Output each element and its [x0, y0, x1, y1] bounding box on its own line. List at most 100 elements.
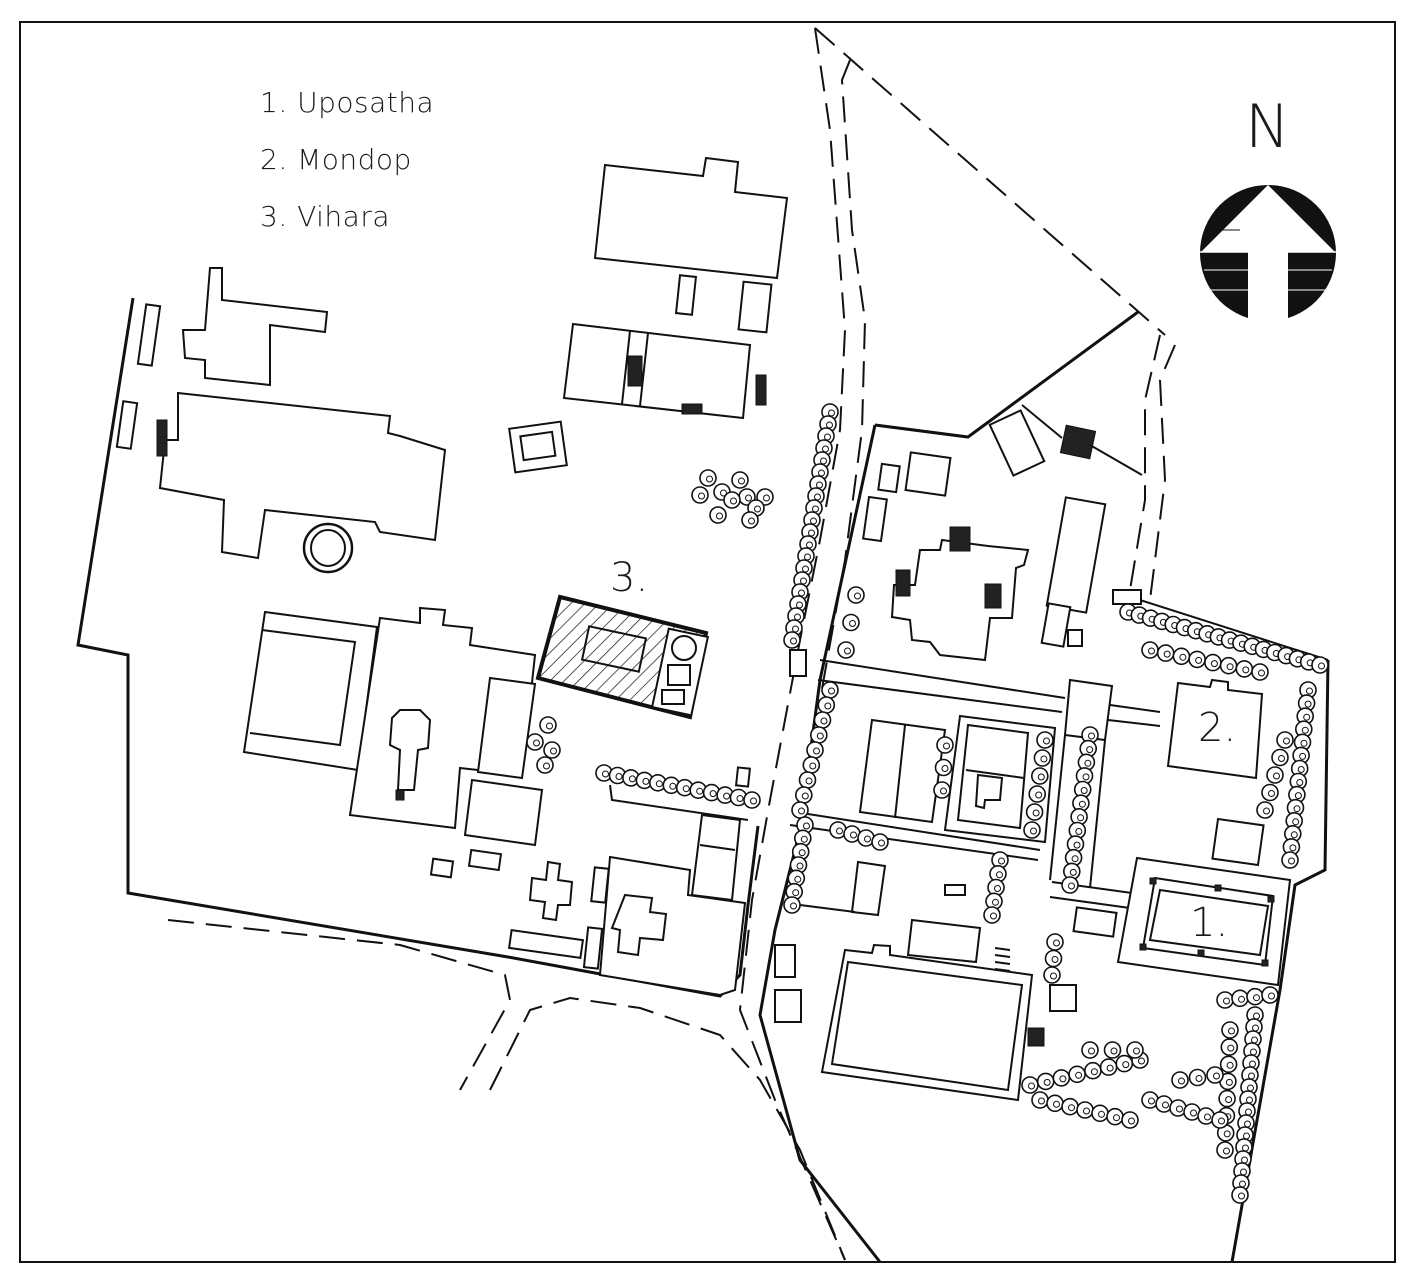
tree-icon [1206, 1066, 1224, 1084]
ne-stair-shed [1059, 424, 1097, 460]
ne-small-3 [862, 495, 888, 543]
tree-canopy-detail [996, 871, 1003, 879]
label-vihara: 3. [610, 555, 649, 601]
hall-stair-3 [681, 403, 703, 415]
tree-canopy-detail [1283, 737, 1290, 745]
tree-icon [526, 733, 544, 751]
tree-canopy-detail [706, 475, 713, 483]
tree-canopy-detail [1028, 1082, 1035, 1090]
mondop-annex [1211, 817, 1265, 867]
vihara-box-1 [667, 664, 691, 686]
tree-icon [1081, 1041, 1099, 1059]
tree-canopy-detail [550, 747, 557, 755]
east-path-2 [817, 679, 1063, 713]
tree-canopy-detail [849, 620, 856, 627]
tree-canopy-detail [1223, 1147, 1230, 1155]
tree-canopy-detail [1078, 800, 1086, 808]
tree-icon [817, 696, 836, 714]
tree-canopy-detail [1238, 995, 1245, 1003]
tree-icon [1061, 876, 1079, 894]
tree-canopy-detail [1278, 755, 1285, 762]
tree-icon [1106, 1107, 1124, 1126]
frame-border [19, 21, 1396, 1263]
tree-canopy-detail [546, 722, 553, 730]
tree-canopy-detail [844, 647, 851, 655]
tree-canopy-detail [1195, 1075, 1203, 1082]
tree-icon [699, 469, 717, 487]
tree-canopy-detail [615, 773, 623, 780]
tree-canopy-detail [1299, 752, 1307, 760]
tree-canopy-detail [1176, 1105, 1183, 1113]
uposatha-hall [1148, 888, 1270, 957]
tree-canopy-detail [655, 780, 663, 788]
tree-canopy-detail [1238, 1192, 1245, 1200]
tree-canopy-detail [1059, 1075, 1067, 1083]
ne-stupa-stair-n [949, 526, 971, 552]
tree-icon [1219, 656, 1238, 675]
ne-box [789, 649, 807, 677]
tree-canopy-detail [836, 827, 843, 835]
ne-small-house-2 [877, 462, 901, 494]
tree-icon [1231, 989, 1249, 1008]
ne-stupa-stair-w [895, 569, 911, 597]
tree-canopy-detail [1038, 1097, 1045, 1105]
se-small-2 [774, 989, 802, 1023]
legend-vihara: 3. Vihara [260, 200, 391, 233]
vihara-inner-hall [580, 625, 648, 673]
tree-icon [1025, 803, 1044, 821]
tree-canopy-detail [1098, 1110, 1105, 1118]
tree-canopy-detail [813, 747, 820, 755]
tree-canopy-detail [1225, 1096, 1233, 1104]
tree-canopy-detail [1190, 1109, 1197, 1117]
tree-canopy-detail [1083, 1107, 1090, 1115]
tree-icon [1068, 1065, 1086, 1084]
tree-icon [1251, 663, 1269, 681]
ne-long-block-2 [1040, 602, 1072, 648]
sima-marker-6 [1214, 884, 1222, 892]
tree-canopy-detail [1288, 857, 1295, 865]
sw-hall-3 [476, 676, 537, 780]
tree-canopy-detail [1213, 1072, 1220, 1080]
tree-icon [1033, 749, 1052, 767]
tree-canopy-detail [1227, 1044, 1235, 1052]
label-mondop: 2. [1198, 705, 1237, 751]
nw-side-block-1 [136, 303, 162, 367]
tree-canopy-detail [824, 702, 832, 710]
round-pond-inner [310, 529, 346, 567]
ne-gate-box [1112, 589, 1142, 605]
tree-icon [783, 896, 801, 914]
tree-icon [1046, 1094, 1064, 1113]
tree-canopy-detail [1084, 759, 1092, 767]
tree-canopy-detail [820, 717, 828, 725]
tree-icon [813, 711, 832, 729]
tree-canopy-detail [1218, 1117, 1225, 1125]
tree-canopy-detail [1195, 656, 1203, 664]
middle-hall [858, 718, 947, 824]
tree-canopy-detail [1133, 1047, 1140, 1055]
tree-icon [1261, 986, 1279, 1004]
se-small-west [944, 884, 966, 896]
tree-icon [842, 613, 860, 632]
tree-canopy-detail [992, 898, 999, 906]
north-letter: N [1245, 92, 1290, 162]
tree-canopy-detail [854, 592, 861, 600]
sima-marker-5 [1197, 949, 1205, 957]
tree-canopy-detail [723, 792, 731, 800]
sw-small-1 [467, 848, 503, 872]
tree-icon [1216, 991, 1234, 1009]
tree-canopy-detail [748, 517, 755, 525]
tree-icon [806, 741, 824, 759]
tree-canopy-detail [1043, 1078, 1051, 1086]
tree-canopy-detail [1290, 831, 1298, 839]
east-gate-block [690, 813, 742, 902]
tree-canopy-detail [1138, 1057, 1145, 1065]
tree-canopy-detail [1210, 660, 1218, 668]
label-uposatha: 1. [1190, 900, 1229, 946]
tree-canopy-detail [850, 831, 857, 839]
tree-canopy-detail [803, 822, 810, 830]
west-compound-wall [76, 297, 760, 998]
walkway-east [1089, 739, 1106, 889]
tree-canopy-detail [736, 795, 744, 802]
tree-canopy-detail [1122, 1061, 1130, 1069]
tree-canopy-detail [602, 770, 609, 778]
